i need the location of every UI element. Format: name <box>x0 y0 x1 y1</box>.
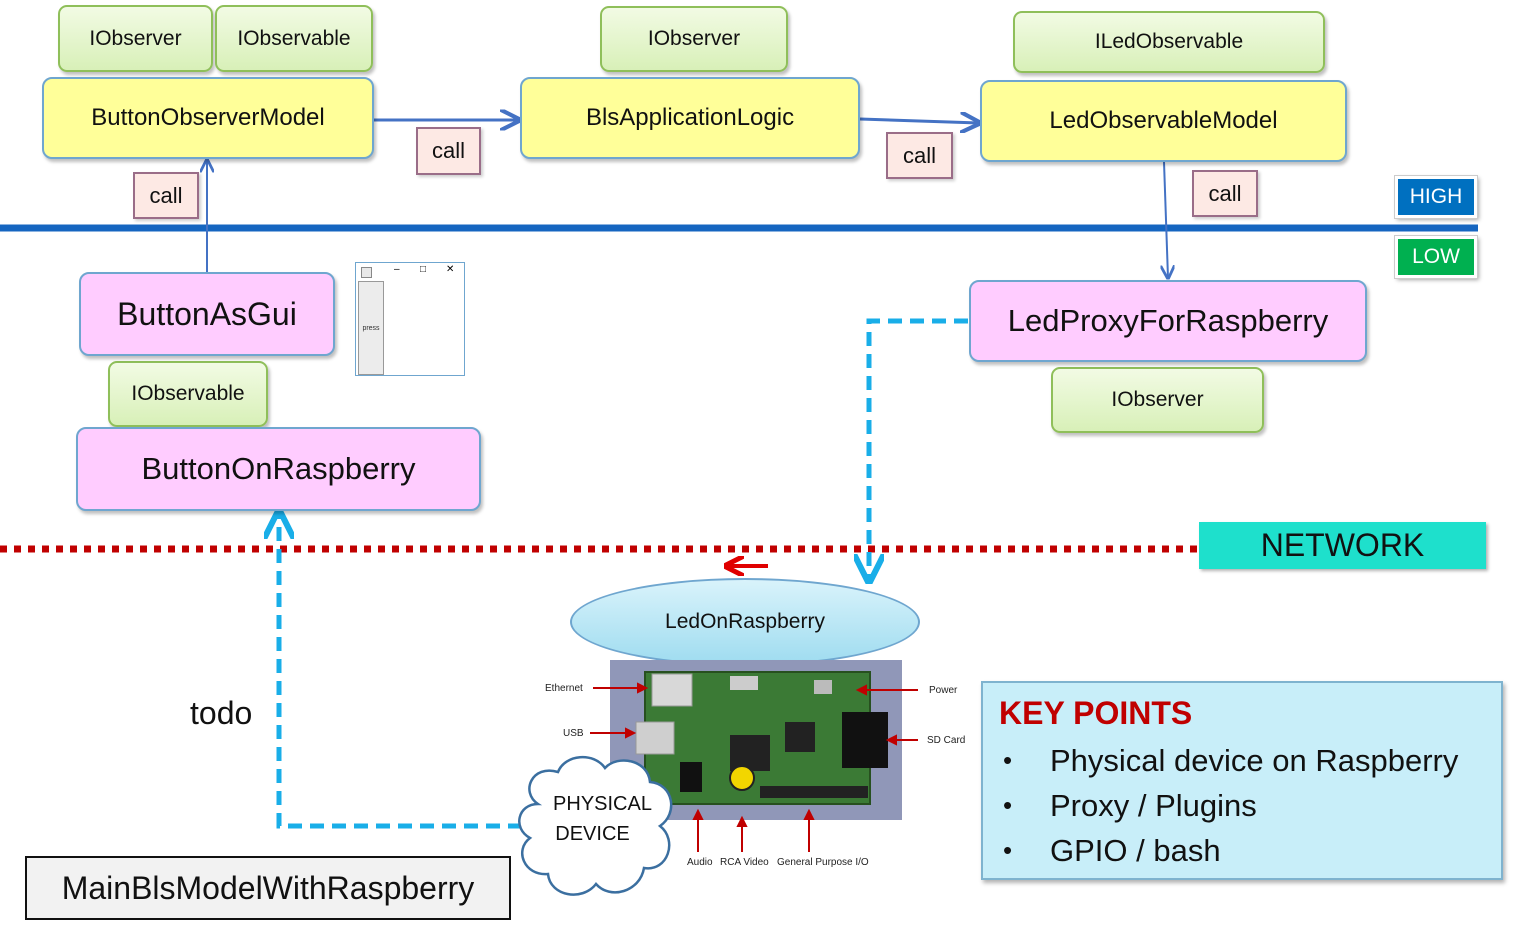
iface-led-observable: ILedObservable <box>1013 11 1325 73</box>
key-point-text: Proxy / Plugins <box>1050 787 1257 823</box>
led-observable-model[interactable]: LedObservableModel <box>980 80 1347 162</box>
led-proxy-for-raspberry[interactable]: LedProxyForRaspberry <box>969 280 1367 362</box>
button-as-gui[interactable]: ButtonAsGui <box>79 272 335 356</box>
bullet-icon: • <box>1003 745 1013 775</box>
key-point-item: • GPIO / bash <box>999 828 1485 873</box>
key-point-text: Physical device on Raspberry <box>1050 742 1459 778</box>
iface-observer-3: IObserver <box>1051 367 1264 433</box>
dashed-device-to-button <box>279 515 522 829</box>
arrow-logic-to-led-model <box>859 119 979 123</box>
label-rca-video: RCA Video <box>720 857 769 868</box>
label-ethernet: Ethernet <box>545 683 583 694</box>
key-point-item: • Physical device on Raspberry <box>999 738 1485 783</box>
key-points-title: KEY POINTS <box>999 695 1193 731</box>
bls-application-logic[interactable]: BlsApplicationLogic <box>520 77 860 159</box>
window-app-icon <box>361 267 372 278</box>
dashed-proxy-to-led <box>869 318 968 578</box>
high-level-tag: HIGH <box>1394 175 1478 219</box>
call-label-1: call <box>416 127 481 175</box>
call-label-2: call <box>886 132 953 179</box>
window-minimize-icon: – <box>394 264 400 275</box>
main-model-label: MainBlsModelWithRaspberry <box>25 856 511 920</box>
arrow-led-model-to-proxy <box>1164 161 1168 278</box>
press-button-label: press <box>362 324 380 332</box>
press-button[interactable]: press <box>358 281 384 375</box>
network-label: NETWORK <box>1199 522 1486 569</box>
physical-device-label-line1: PHYSICAL <box>553 792 652 815</box>
label-gpio: General Purpose I/O <box>777 857 869 868</box>
iface-observable-2: IObservable <box>108 361 268 427</box>
physical-device-cloud <box>518 755 673 896</box>
led-on-raspberry[interactable]: LedOnRaspberry <box>570 578 920 666</box>
todo-label: todo <box>190 694 253 731</box>
button-observer-model[interactable]: ButtonObserverModel <box>42 77 374 159</box>
iface-observer-1: IObserver <box>58 5 213 72</box>
label-audio: Audio <box>687 857 713 868</box>
window-close-icon: ✕ <box>446 264 455 275</box>
call-label-4: call <box>1192 170 1258 217</box>
key-point-text: GPIO / bash <box>1050 832 1221 868</box>
button-on-raspberry[interactable]: ButtonOnRaspberry <box>76 427 481 511</box>
raspberry-pcb-graphic <box>635 671 888 805</box>
low-level-tag: LOW <box>1394 235 1478 279</box>
iface-observer-2: IObserver <box>600 6 788 72</box>
label-sd-card: SD Card <box>927 735 966 746</box>
iface-observable-1: IObservable <box>215 5 373 72</box>
gui-window-mockup: – □ ✕ press <box>355 262 465 376</box>
call-label-3: call <box>133 172 199 219</box>
window-maximize-icon: □ <box>420 264 427 275</box>
label-power: Power <box>929 685 958 696</box>
key-points-panel: KEY POINTS • Physical device on Raspberr… <box>981 681 1503 880</box>
label-usb: USB <box>563 728 584 739</box>
physical-device-label-line2: DEVICE <box>555 822 630 845</box>
bullet-icon: • <box>1003 835 1013 865</box>
key-point-item: • Proxy / Plugins <box>999 783 1485 828</box>
bullet-icon: • <box>1003 790 1013 820</box>
